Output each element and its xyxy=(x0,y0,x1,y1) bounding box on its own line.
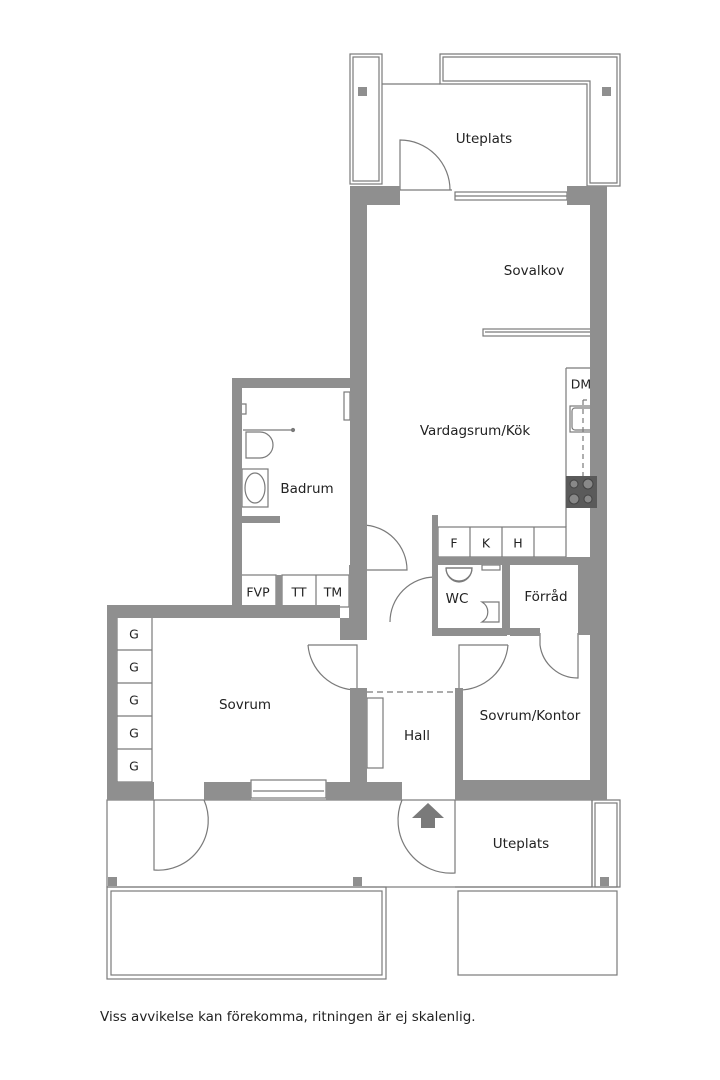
room-label-hall: Hall xyxy=(404,728,430,744)
top-terrace xyxy=(349,53,621,191)
disclaimer-text: Viss avvikelse kan förekomma, ritningen … xyxy=(100,1009,476,1025)
fixture-label-tm: TM xyxy=(323,584,343,600)
room-label-sovalkov: Sovalkov xyxy=(503,263,565,279)
bottom-terrace xyxy=(106,799,621,980)
wardrobe-label: G xyxy=(129,758,139,774)
wardrobe-label: G xyxy=(129,725,139,741)
fixture-label-f: F xyxy=(450,535,458,551)
room-label-badrum: Badrum xyxy=(280,481,334,497)
walls xyxy=(107,87,611,886)
room-label-uteplats-bottom: Uteplats xyxy=(492,836,550,852)
room-label-forrad: Förråd xyxy=(524,589,568,605)
room-label-vardagsrum-kok: Vardagsrum/Kök xyxy=(419,423,531,439)
room-label-sovrum: Sovrum xyxy=(218,697,272,713)
room-label-wc: WC xyxy=(445,591,469,607)
fixture-label-tt: TT xyxy=(291,584,307,600)
fixture-label-dm: DM xyxy=(570,376,592,392)
wardrobe-label: G xyxy=(129,692,139,708)
fixture-label-fvp: FVP xyxy=(246,584,270,600)
fixture-label-h: H xyxy=(513,535,523,551)
room-label-sovrum-kontor: Sovrum/Kontor xyxy=(479,708,581,724)
room-label-uteplats-top: Uteplats xyxy=(455,131,513,147)
wardrobe-label: G xyxy=(129,626,139,642)
fixture-label-k: K xyxy=(481,535,491,551)
wardrobe-label: G xyxy=(129,659,139,675)
entrance-arrow-icon xyxy=(412,803,444,828)
